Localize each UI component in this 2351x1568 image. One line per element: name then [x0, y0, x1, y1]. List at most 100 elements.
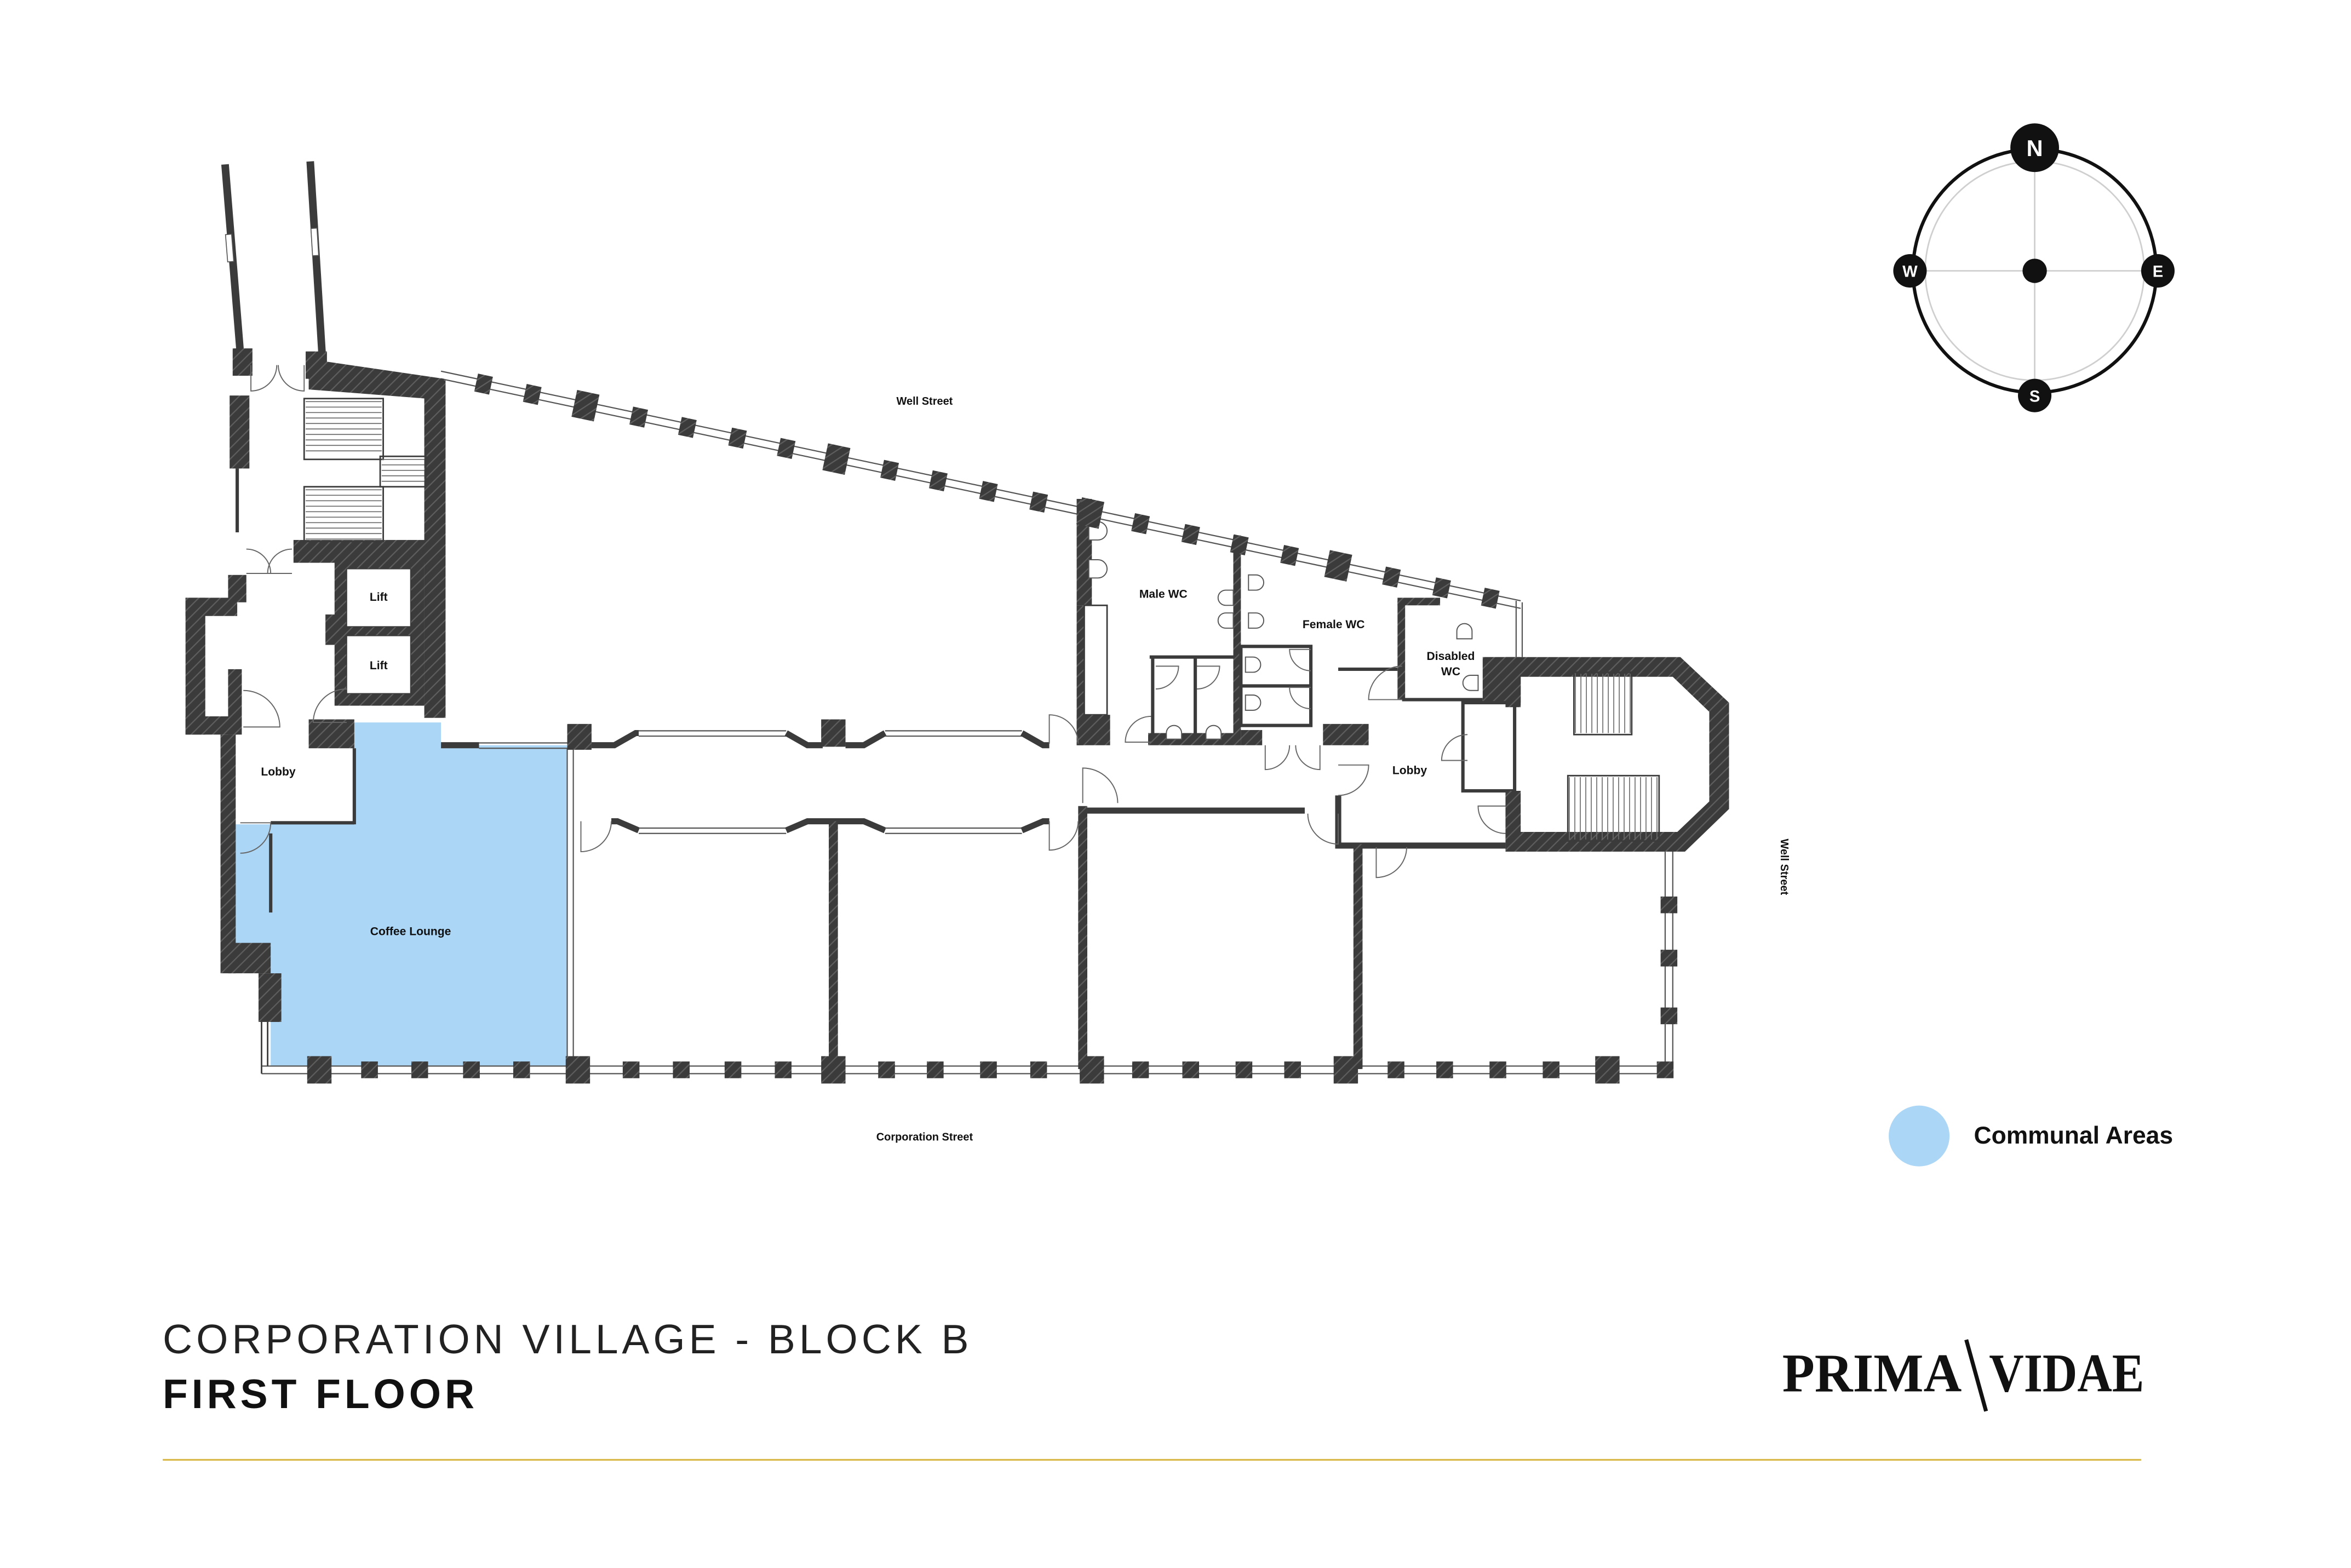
basin-icon [1217, 589, 1234, 606]
toilet-icon [1245, 656, 1261, 673]
corporation-street-pier [927, 1061, 944, 1078]
door-swing [580, 821, 612, 853]
corporation-street-pier [724, 1061, 742, 1078]
door-swing [1264, 745, 1291, 771]
wall [325, 614, 338, 645]
wall [228, 943, 271, 974]
corporation-street-pier [673, 1061, 690, 1078]
wall [424, 380, 446, 718]
legend-communal-label: Communal Areas [1974, 1122, 2174, 1149]
corporation-street-pier [878, 1061, 895, 1078]
logo-slash [1964, 1339, 1988, 1412]
coffee-lounge-communal-area [232, 722, 567, 1066]
prima-vidae-logo: PRIMA VIDAE [1782, 1339, 2144, 1412]
compass-north-marker [2010, 123, 2059, 173]
pier [567, 723, 592, 750]
corporation-street-pier [1333, 1056, 1358, 1084]
stair-flight [1573, 671, 1633, 736]
door-swing [1307, 813, 1339, 845]
corporation-street-pier [1436, 1061, 1453, 1078]
compass-south-letter: S [2029, 388, 2040, 405]
lift-shaft [346, 635, 411, 694]
corporation-street-pier [1182, 1061, 1200, 1078]
door-swing [312, 688, 347, 723]
well-street-pier [1131, 513, 1150, 535]
door-swing [250, 365, 278, 392]
compass-north-letter: N [2027, 135, 2043, 161]
wall [1020, 818, 1050, 834]
room-label-disabled-wc: WC [1441, 665, 1460, 678]
well-street-pier [1481, 588, 1500, 609]
well-street-pier [777, 438, 796, 459]
corridor-walls [441, 719, 1506, 849]
well-street-pier [571, 390, 600, 422]
west-block-walls [185, 359, 446, 1074]
entrance-window [310, 227, 319, 256]
well-street-pier [678, 417, 697, 438]
corporation-street-pier [1489, 1061, 1506, 1078]
door-swing [1375, 847, 1407, 878]
door-swing [1368, 665, 1402, 700]
door-swing [1295, 745, 1321, 771]
well-street-pier [1230, 534, 1249, 555]
stair-flight [303, 486, 384, 543]
door-swing [1082, 767, 1119, 803]
door-swing [1338, 764, 1369, 796]
room-label-coffee-lounge: Coffee Lounge [370, 926, 451, 938]
east-stair-core [1505, 657, 1729, 852]
wall [1020, 730, 1050, 749]
corporation-street-pier [1235, 1061, 1253, 1078]
door-swing [1048, 821, 1079, 851]
door-swing [1125, 715, 1151, 743]
wall [308, 359, 444, 408]
stair-landing [379, 455, 427, 488]
well-street-pier [1324, 550, 1352, 582]
wall [258, 973, 282, 1022]
wall [845, 730, 887, 749]
street-label-south: Corporation Street [876, 1132, 973, 1144]
floor-title: FIRST FLOOR [163, 1371, 474, 1417]
store-room [1461, 700, 1517, 793]
urinal-icon [1088, 559, 1108, 579]
east-facade-pier [1660, 950, 1678, 967]
door-swing [267, 548, 293, 574]
room-label-lobby-west: Lobby [261, 766, 296, 778]
sanitary-fixtures [1088, 521, 1479, 740]
wall [230, 395, 250, 469]
door-swing [1289, 687, 1311, 710]
pier [821, 719, 846, 747]
door-swing [1048, 714, 1079, 744]
well-street-pier [928, 470, 948, 492]
entrance-window [225, 233, 234, 263]
stair-flight [303, 398, 384, 461]
wall [1323, 723, 1369, 745]
door-swing [246, 548, 272, 574]
room-label-male-wc: Male WC [1139, 588, 1188, 600]
wall [784, 730, 823, 749]
door-swing [1196, 665, 1220, 690]
east-facade-pier [1660, 1007, 1678, 1025]
corporation-street-pier [513, 1061, 530, 1078]
east-facade-pier [1660, 896, 1678, 914]
room-label-lift: Lift [370, 591, 388, 604]
well-street-pier [474, 374, 493, 395]
logo-word-right: VIDAE [1989, 1343, 2144, 1404]
door-swing [1477, 805, 1506, 834]
well-street-pier [1029, 491, 1048, 513]
toilet-icon [1166, 725, 1183, 740]
corporation-street-pier [622, 1061, 640, 1078]
well-street-pier [1432, 577, 1451, 599]
well-street-pier [1076, 497, 1105, 529]
compass-east-letter: E [2153, 263, 2163, 281]
wall [591, 730, 639, 749]
corporation-street-pier [1543, 1061, 1559, 1078]
legend: Communal Areas [1889, 1105, 2174, 1167]
wall [185, 598, 205, 735]
well-street-pier [979, 481, 998, 502]
stair-treads [306, 401, 1658, 840]
office-divider [829, 821, 838, 1070]
door-swing [1441, 734, 1468, 761]
door-swings [240, 365, 1506, 878]
wall [1397, 598, 1441, 606]
